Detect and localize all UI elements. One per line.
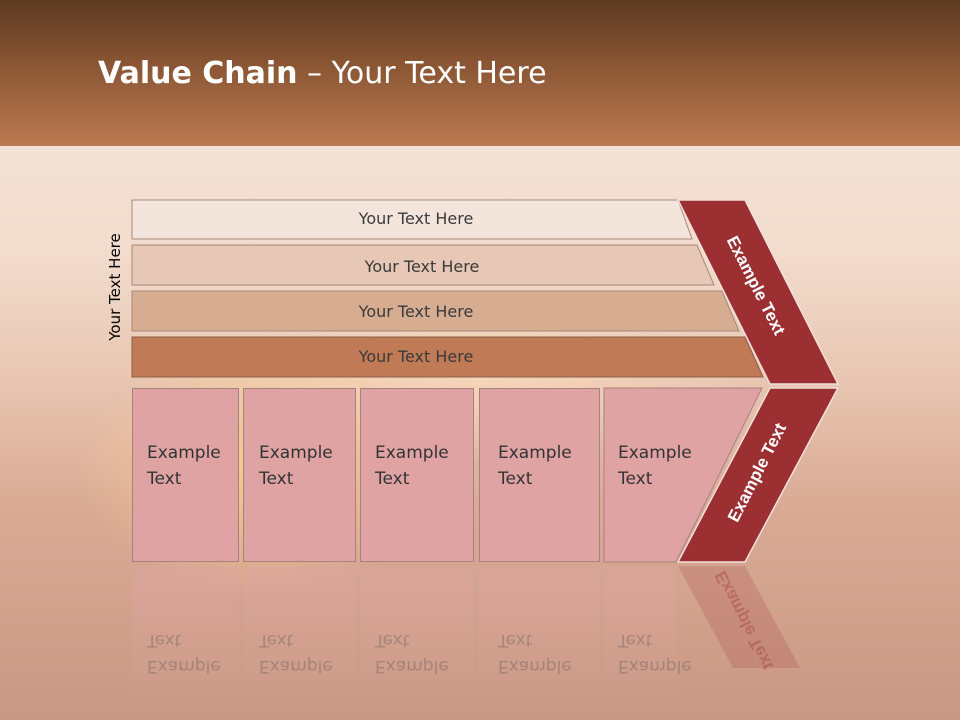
reflection-text-5-line2: Text [618,630,653,650]
column-text-4-line2: Text [498,469,533,489]
column-text-2-line1: Example [259,443,333,463]
reflection-text-5: Example Text [618,627,692,679]
column-reflection-5 [604,566,676,720]
column-text-5-line1: Example [618,443,692,463]
row-bar-3 [131,290,740,332]
reflection-text-1: Example Text [147,627,221,679]
column-text-3-line1: Example [375,443,449,463]
column-box-4 [479,388,600,562]
reflection-text-3: Example Text [375,627,449,679]
chevron-bottom-reflection [678,566,800,668]
column-text-2-line2: Text [259,469,294,489]
last-column-shape [603,387,763,563]
column-text-1-line1: Example [147,443,221,463]
column-text-4-line1: Example [498,443,572,463]
reflection-text-1-line2: Text [147,630,182,650]
row-bar-1 [131,199,693,240]
chevron-bottom [676,387,840,563]
reflection-text-3-line2: Text [375,630,410,650]
chevron-top [676,199,840,385]
reflection-text-2: Example Text [259,627,333,679]
reflection-text-1-line1: Example [147,656,221,676]
column-box-2 [243,388,356,562]
row-label-3: Your Text Here [358,302,474,321]
column-reflection-2 [243,566,356,720]
reflection-text-4-line1: Example [498,656,572,676]
reflection-text-3-line1: Example [375,656,449,676]
column-box-1 [132,388,239,562]
header-bar [0,0,960,146]
row-bar-4 [131,336,764,378]
reflection-text-2-line1: Example [259,656,333,676]
column-reflection-3 [360,566,474,720]
column-box-3 [360,388,474,562]
title-rest: – Your Text Here [297,56,547,91]
reflection-text-2-line2: Text [259,630,294,650]
column-reflection-1 [132,566,239,720]
row-label-1: Your Text Here [358,209,474,228]
column-text-5-line2: Text [618,469,653,489]
reflection-text-5-line1: Example [618,656,692,676]
column-text-3-line2: Text [375,469,410,489]
column-reflection-4 [479,566,600,720]
column-text-1-line2: Text [147,469,182,489]
reflection-text-4-line2: Text [498,630,533,650]
row-label-4: Your Text Here [358,347,474,366]
reflection-text-4: Example Text [498,627,572,679]
row-bar-2 [131,244,715,286]
title-bold: Value Chain [98,56,298,91]
row-label-2: Your Text Here [364,257,480,276]
slide-title: Value Chain – Your Text Here [98,56,547,91]
